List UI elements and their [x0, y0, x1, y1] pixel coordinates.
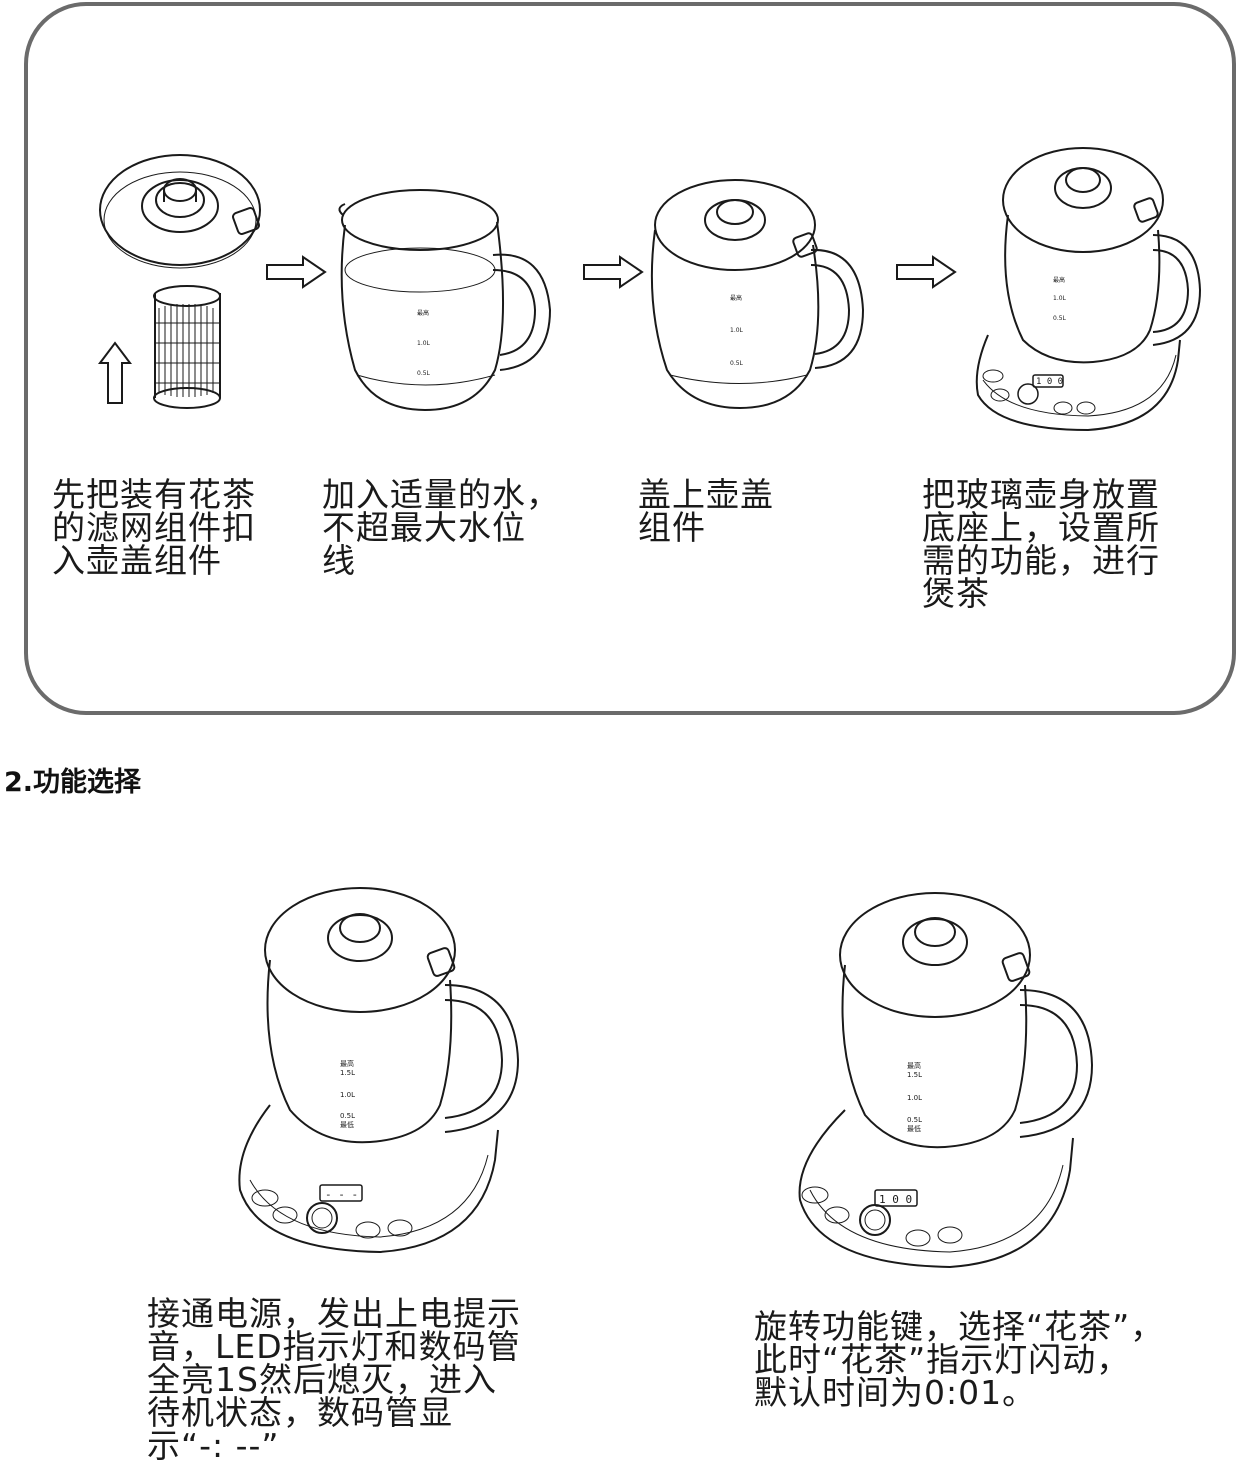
step3-caption: 盖上壶盖 组件 [638, 475, 774, 547]
svg-text:最低: 最低 [340, 1120, 354, 1129]
svg-text:1.0L: 1.0L [417, 340, 431, 347]
svg-text:1.0L: 1.0L [1053, 295, 1067, 302]
svg-text:1.5L: 1.5L [907, 1071, 922, 1079]
svg-text:0.5L: 0.5L [907, 1116, 922, 1124]
display-readout: 1 0 0 [879, 1193, 912, 1206]
step1-caption: 先把装有花茶 的滤网组件扣 入壶盖组件 [52, 475, 256, 580]
svg-text:1.5L: 1.5L [340, 1069, 355, 1077]
open-jug-illustration: 最高 1.0L 0.5L [335, 180, 560, 415]
svg-text:最高: 最高 [907, 1061, 921, 1070]
display-readout: - - - [325, 1188, 358, 1201]
svg-text:1 0 0: 1 0 0 [1036, 377, 1063, 387]
kettle-tea-mode-illustration: 1 0 0 最高 1.5L 1.0L 0.5L 最低 [790, 880, 1100, 1280]
instruction-panel [24, 2, 1236, 715]
func1-caption: 接通电源，发出上电提示 音，LED指示灯和数码管 全亮1S然后熄灭，进入 待机状… [147, 1294, 521, 1465]
section-title: 2.功能选择 [4, 767, 142, 798]
svg-text:0.5L: 0.5L [417, 370, 431, 377]
svg-text:最高: 最高 [730, 294, 742, 302]
svg-text:最低: 最低 [907, 1124, 921, 1133]
svg-text:1.0L: 1.0L [340, 1091, 355, 1099]
svg-text:0.5L: 0.5L [340, 1112, 355, 1120]
svg-text:1.0L: 1.0L [730, 327, 744, 334]
arrow-right-icon [895, 255, 957, 293]
svg-text:1.0L: 1.0L [907, 1094, 922, 1102]
lidded-jug-illustration: 最高 1.0L 0.5L [645, 170, 870, 415]
svg-text:0.5L: 0.5L [1053, 315, 1067, 322]
svg-text:0.5L: 0.5L [730, 360, 744, 367]
lid-and-filter-illustration [95, 148, 275, 428]
svg-text:最高: 最高 [340, 1059, 354, 1068]
func2-caption: 旋转功能键，选择“花茶”， 此时“花茶”指示灯闪动， 默认时间为0:01。 [754, 1307, 1165, 1412]
kettle-max-mark: 最高 [417, 309, 429, 317]
kettle-on-base-illustration: 1 0 0 最高 1.0L 0.5L [968, 140, 1213, 440]
step2-caption: 加入适量的水， 不超最大水位 线 [322, 475, 560, 580]
arrow-right-icon [265, 255, 327, 293]
svg-text:最高: 最高 [1053, 276, 1065, 284]
arrow-right-icon [582, 255, 644, 293]
kettle-standby-illustration: - - - 最高 1.5L 1.0L 0.5L 最低 [230, 880, 530, 1260]
step4-caption: 把玻璃壶身放置 底座上，设置所 需的功能，进行 煲茶 [922, 475, 1160, 613]
